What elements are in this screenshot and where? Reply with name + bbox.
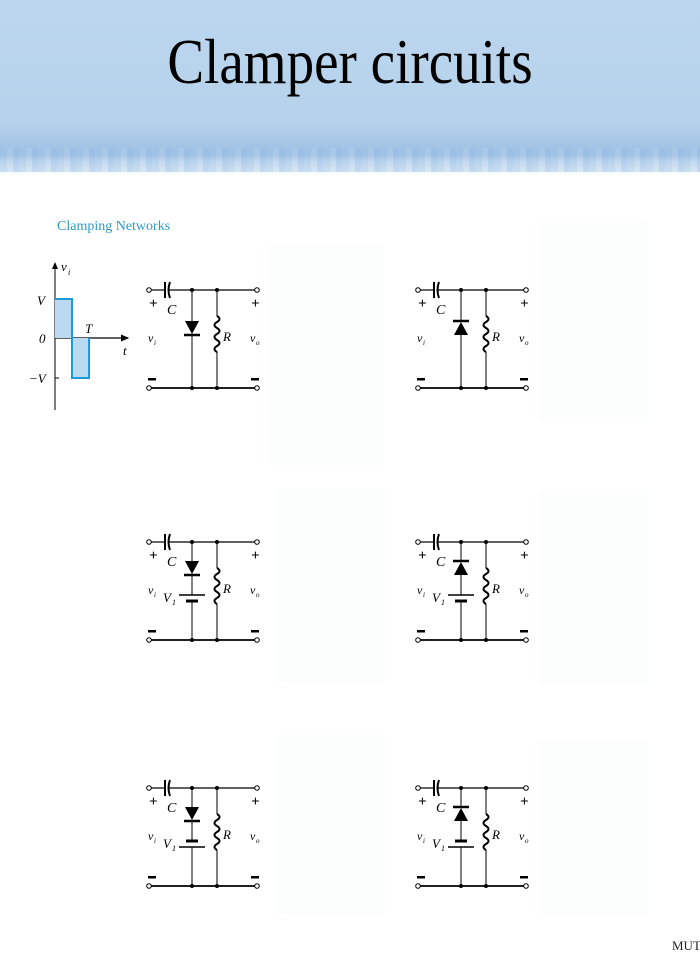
svg-text:+: +	[520, 296, 529, 312]
svg-text:+: +	[418, 548, 427, 564]
svg-text:o: o	[525, 591, 529, 599]
diode-icon	[184, 561, 200, 577]
svg-text:+: +	[418, 296, 427, 312]
input-square-wave: v i V 0 −V T t	[29, 259, 130, 410]
svg-text:+: +	[251, 296, 260, 312]
resistor-icon	[213, 567, 221, 605]
axis-x-label: t	[123, 343, 127, 358]
battery-label: V	[432, 590, 442, 605]
resistor-label: R	[222, 581, 231, 596]
banner-torn-edge	[0, 148, 700, 172]
svg-text:+: +	[149, 296, 158, 312]
battery-label: V	[432, 836, 442, 851]
svg-text:+: +	[520, 548, 529, 564]
svg-text:i: i	[154, 339, 156, 347]
svg-text:i: i	[154, 837, 156, 845]
svg-text:o: o	[525, 837, 529, 845]
input-voltage-label: v	[148, 829, 154, 843]
diode-icon	[184, 807, 200, 823]
resistor-label: R	[222, 329, 231, 344]
resistor-label: R	[491, 329, 500, 344]
diode-icon	[453, 805, 469, 821]
resistor-icon	[482, 813, 490, 851]
svg-text:+: +	[251, 794, 260, 810]
period-label: T	[85, 321, 93, 336]
svg-text:1: 1	[441, 844, 445, 853]
footer-text: MUT	[672, 938, 700, 953]
battery-label: V	[163, 590, 173, 605]
capacitor-label: C	[167, 801, 177, 816]
output-voltage-label: v	[250, 583, 256, 597]
svg-text:o: o	[256, 837, 260, 845]
svg-text:o: o	[256, 591, 260, 599]
resistor-icon	[213, 315, 221, 353]
slide-title: Clamper circuits	[167, 26, 533, 97]
svg-text:+: +	[520, 794, 529, 810]
diode-icon	[184, 321, 200, 337]
input-voltage-label: v	[148, 583, 154, 597]
section-label: Clamping Networks	[57, 219, 171, 234]
svg-text:o: o	[525, 339, 529, 347]
level-negative: −V	[29, 371, 48, 386]
svg-text:+: +	[418, 794, 427, 810]
capacitor-label: C	[167, 555, 177, 570]
capacitor-label: C	[436, 801, 446, 816]
battery-label: V	[163, 836, 173, 851]
background-panel	[275, 735, 385, 915]
svg-text:o: o	[256, 339, 260, 347]
resistor-label: R	[491, 827, 500, 842]
background-panel	[540, 740, 648, 915]
background-panel	[540, 222, 648, 422]
output-voltage-label: v	[519, 829, 525, 843]
svg-text:i: i	[154, 591, 156, 599]
clamper-circuit-5: V 1 + + C R v i v o	[146, 779, 260, 889]
diode-icon	[453, 319, 469, 335]
resistor-icon	[482, 567, 490, 605]
level-zero: 0	[39, 331, 46, 346]
resistor-label: R	[491, 581, 500, 596]
clamper-circuit-1: + + C R v i v o	[146, 281, 260, 391]
output-voltage-label: v	[519, 583, 525, 597]
resistor-icon	[482, 315, 490, 353]
level-positive: V	[37, 293, 47, 308]
input-voltage-label: v	[417, 331, 423, 345]
output-voltage-label: v	[519, 331, 525, 345]
input-voltage-label: v	[417, 829, 423, 843]
svg-text:i: i	[423, 837, 425, 845]
clamper-circuit-3: V 1 + + C R v i v o	[146, 533, 260, 643]
svg-text:i: i	[423, 591, 425, 599]
input-voltage-label: v	[417, 583, 423, 597]
clamper-circuit-2: + + C R v i v o	[415, 281, 529, 391]
input-voltage-label: v	[148, 331, 154, 345]
capacitor-label: C	[167, 303, 177, 318]
output-voltage-label: v	[250, 331, 256, 345]
background-panel	[268, 245, 383, 465]
background-panel	[540, 490, 648, 685]
capacitor-label: C	[436, 555, 446, 570]
axis-y-label: v	[61, 259, 67, 274]
svg-text:i: i	[68, 268, 70, 277]
resistor-label: R	[222, 827, 231, 842]
svg-text:+: +	[251, 548, 260, 564]
svg-text:1: 1	[441, 598, 445, 607]
svg-text:1: 1	[172, 844, 176, 853]
capacitor-label: C	[436, 303, 446, 318]
diode-icon	[453, 559, 469, 575]
output-voltage-label: v	[250, 829, 256, 843]
svg-text:i: i	[423, 339, 425, 347]
svg-text:+: +	[149, 548, 158, 564]
svg-text:+: +	[149, 794, 158, 810]
clamper-circuit-6: V 1 + + C R v i v o	[415, 779, 529, 889]
clamper-circuit-4: V 1 + + C R v i v o	[415, 533, 529, 643]
svg-text:1: 1	[172, 598, 176, 607]
title-banner: Clamper circuits	[0, 0, 700, 175]
resistor-icon	[213, 813, 221, 851]
background-panel	[275, 488, 385, 683]
